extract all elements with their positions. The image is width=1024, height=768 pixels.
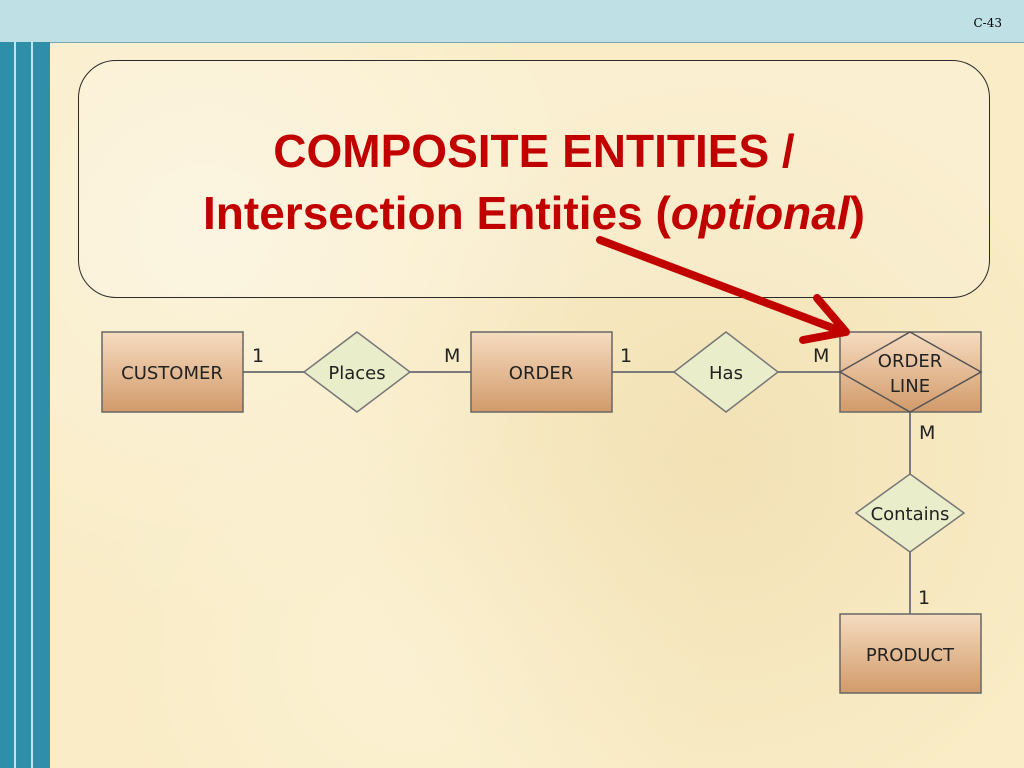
entity-product-label: PRODUCT [866,645,955,666]
entity-order-label: ORDER [509,363,573,384]
cardinality-has-order-line: M [813,345,829,367]
title-line-2-suffix: ) [849,187,865,239]
sidebar-stripe [14,42,16,768]
entity-product: PRODUCT [839,613,982,694]
cardinality-order-has: 1 [620,345,632,367]
sidebar-stripe [31,42,33,768]
cardinality-order-line-contains: M [919,422,935,444]
title-line-1: COMPOSITE ENTITIES / [273,125,795,177]
composite-entity-order-line: ORDER LINE [838,331,983,413]
pointer-arrow [596,236,850,344]
title-optional: optional [670,187,850,239]
cardinality-contains-product: 1 [918,587,930,609]
entity-customer: CUSTOMER [101,331,244,413]
relationship-has: Has [672,331,780,413]
cardinality-customer-places: 1 [252,345,264,367]
relationship-has-label: Has [709,363,743,384]
entity-order-line-label-1: ORDER [878,351,942,372]
cardinality-places-order: M [444,345,460,367]
relationship-contains-label: Contains [871,504,950,525]
entity-customer-label: CUSTOMER [121,363,223,384]
slide-sidebar [0,42,50,768]
relationship-places-label: Places [328,363,385,384]
entity-order: ORDER [470,331,613,413]
composite-diamond [838,331,983,413]
slide-header-bar: C-43 [0,0,1024,43]
title-frame [78,60,990,298]
arrow-head [799,294,850,344]
slide-title: COMPOSITE ENTITIES / Intersection Entiti… [78,120,990,244]
title-line-2-prefix: Intersection Entities ( [203,187,671,239]
relationship-places: Places [302,331,412,413]
entity-order-line-label-2: LINE [890,376,930,397]
connector-lines [243,371,911,614]
slide-number: C-43 [973,16,1002,30]
relationship-contains: Contains [854,473,966,553]
title-line-2: Intersection Entities (optional) [78,182,990,244]
